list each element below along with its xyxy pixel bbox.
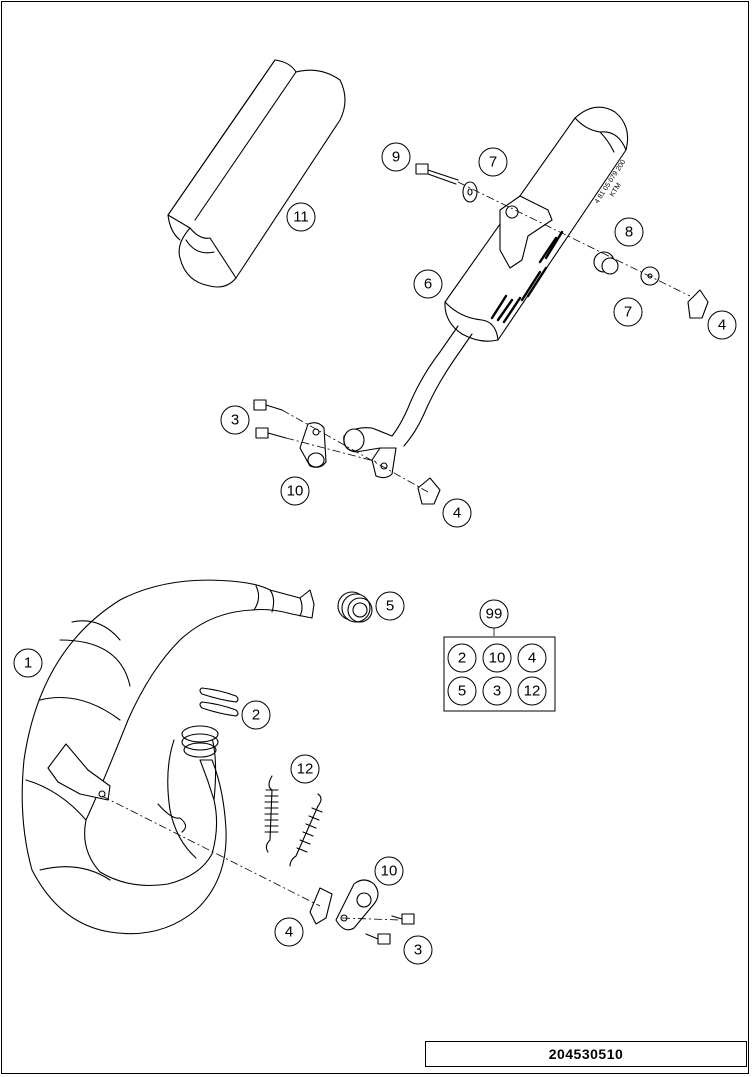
callout-1	[13, 648, 43, 678]
diagram-id-box: 204530510	[425, 1041, 747, 1067]
grommet-8	[593, 251, 619, 275]
callout-99-label: 99	[486, 606, 503, 623]
speed-nut-4-lower	[309, 887, 333, 925]
bolt-9	[415, 163, 459, 185]
callout-1-label: 1	[24, 655, 32, 672]
callout-2	[241, 700, 271, 730]
callout-10-upper	[280, 476, 310, 506]
callout-8-label: 8	[625, 224, 633, 241]
kit-item-6-label: 12	[524, 683, 541, 700]
callout-7-right-label: 7	[624, 304, 632, 321]
silencer-wrap-sheet	[167, 59, 346, 288]
callout-6	[413, 269, 443, 299]
callout-5	[375, 591, 405, 621]
callout-10-lower	[374, 856, 404, 886]
callout-12	[290, 754, 320, 784]
alignment-lines	[101, 181, 691, 921]
kit-item-4-label: 5	[458, 683, 466, 700]
callout-2-label: 2	[252, 707, 260, 724]
callout-4-mid-label: 4	[453, 505, 461, 522]
callout-6-label: 6	[424, 276, 432, 293]
callout-8	[614, 217, 644, 247]
callout-11	[286, 202, 316, 232]
diagram-id: 204530510	[548, 1046, 624, 1062]
kit-item-2-label: 10	[489, 650, 506, 667]
speed-nut-4-right	[687, 289, 709, 319]
callout-9-label: 9	[392, 149, 400, 166]
callout-99	[479, 599, 509, 629]
callout-3-lower-label: 3	[414, 942, 422, 959]
kit-item-3-label: 4	[528, 650, 536, 667]
kit-item-5-label: 3	[493, 683, 501, 700]
kit-item-3	[517, 643, 547, 673]
callout-4-right-label: 4	[718, 317, 726, 334]
sleeve-5	[337, 591, 373, 623]
callout-7-right	[613, 297, 643, 327]
callout-7-top	[478, 147, 508, 177]
callout-3-lower	[403, 935, 433, 965]
kit-item-6	[517, 676, 547, 706]
silencer	[343, 106, 629, 479]
callout-11-label: 11	[293, 209, 309, 226]
expansion-chamber	[21, 579, 315, 935]
callout-4-lower	[274, 917, 304, 947]
callout-9	[381, 142, 411, 172]
callout-4-right	[707, 310, 737, 340]
callout-7-top-label: 7	[489, 154, 497, 171]
bolts-3-lower	[365, 913, 415, 945]
callout-5-label: 5	[386, 598, 394, 615]
kit-item-4	[447, 676, 477, 706]
kit-item-5	[482, 676, 512, 706]
callout-3-upper	[220, 405, 250, 435]
callout-10-lower-label: 10	[381, 863, 398, 880]
callout-3-upper-label: 3	[231, 412, 239, 429]
callout-10-upper-label: 10	[287, 483, 304, 500]
bracket-10-lower	[335, 879, 379, 931]
kit-item-2	[482, 643, 512, 673]
callout-12-label: 12	[297, 761, 314, 778]
callout-4-mid	[442, 498, 472, 528]
kit-box	[443, 636, 556, 712]
speed-nut-4-mid	[417, 477, 441, 505]
springs-12	[264, 775, 323, 867]
kit-item-1-label: 2	[458, 650, 466, 667]
washer-7-top	[462, 181, 478, 203]
callout-4-lower-label: 4	[285, 924, 293, 941]
kit-item-1	[447, 643, 477, 673]
bolts-3-upper	[253, 399, 287, 439]
o-rings-2	[199, 687, 239, 717]
